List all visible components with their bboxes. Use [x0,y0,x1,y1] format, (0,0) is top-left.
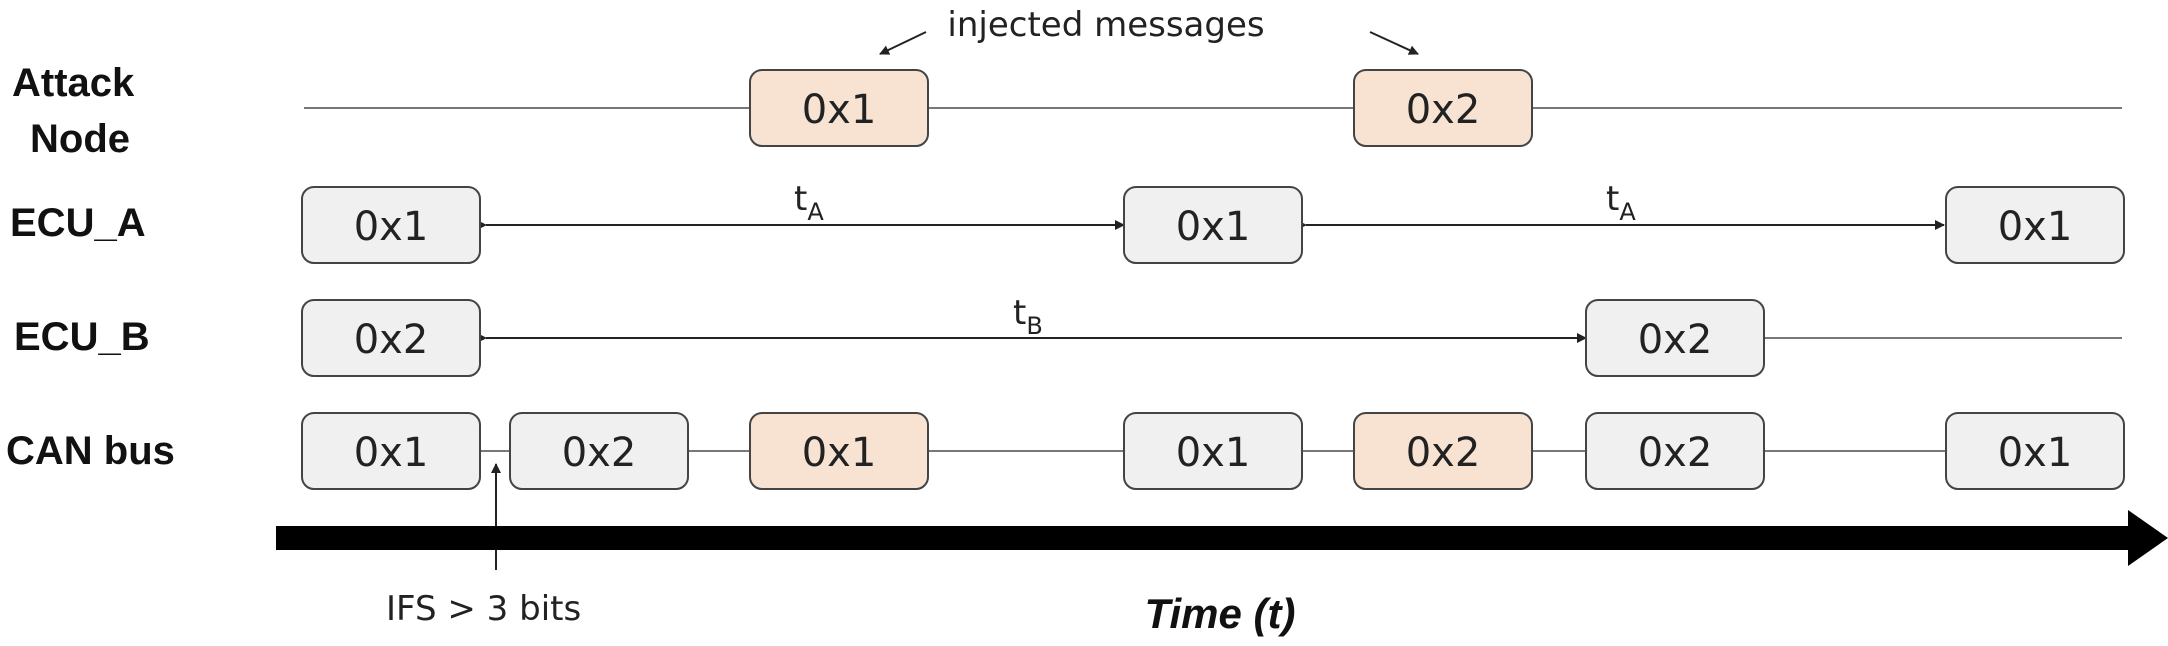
ecu-a-label: ECU_A [10,201,146,245]
ecu-b-label: ECU_B [14,315,150,359]
message-box-normal: 0x1 [301,412,481,490]
injected-messages-label: injected messages [947,5,1264,45]
tb-label: tB [1013,293,1043,340]
injected-pointer-arrow-1 [879,31,927,55]
message-box-injected: 0x1 [749,69,929,147]
time-axis-label: Time (t) [1145,590,1296,637]
message-box-normal: 0x1 [1945,186,2125,264]
svg-text:0x2: 0x2 [1406,430,1481,476]
svg-text:0x1: 0x1 [1176,430,1251,476]
message-box-normal: 0x1 [1123,186,1303,264]
svg-text:0x1: 0x1 [802,87,877,133]
svg-text:0x1: 0x1 [1176,204,1251,250]
message-box-normal: 0x1 [1123,412,1303,490]
svg-text:0x1: 0x1 [1998,204,2073,250]
attack-node-label-line1: Attack [12,61,135,105]
ifs-label: IFS > 3 bits [386,589,581,629]
svg-text:0x2: 0x2 [562,430,637,476]
svg-text:0x2: 0x2 [1638,430,1713,476]
ta-label-2: tA [1606,179,1636,226]
svg-text:0x2: 0x2 [354,317,429,363]
message-box-injected: 0x2 [1353,412,1533,490]
ta-label-1: tA [794,179,824,226]
time-axis-arrowhead [2128,510,2168,566]
svg-text:0x2: 0x2 [1638,317,1713,363]
time-axis-bar [276,526,2132,550]
svg-text:0x2: 0x2 [1406,87,1481,133]
injected-pointer-arrow-2 [1369,31,1419,55]
message-box-normal: 0x2 [301,299,481,377]
message-box-injected: 0x1 [749,412,929,490]
message-box-normal: 0x2 [1585,299,1765,377]
svg-text:0x1: 0x1 [1998,430,2073,476]
message-box-normal: 0x1 [301,186,481,264]
svg-text:0x1: 0x1 [354,204,429,250]
message-box-normal: 0x1 [1945,412,2125,490]
can-bus-label: CAN bus [6,429,175,473]
svg-text:0x1: 0x1 [802,430,877,476]
message-box-normal: 0x2 [1585,412,1765,490]
message-box-normal: 0x2 [509,412,689,490]
svg-text:0x1: 0x1 [354,430,429,476]
message-box-injected: 0x2 [1353,69,1533,147]
attack-node-label-line2: Node [30,117,130,161]
